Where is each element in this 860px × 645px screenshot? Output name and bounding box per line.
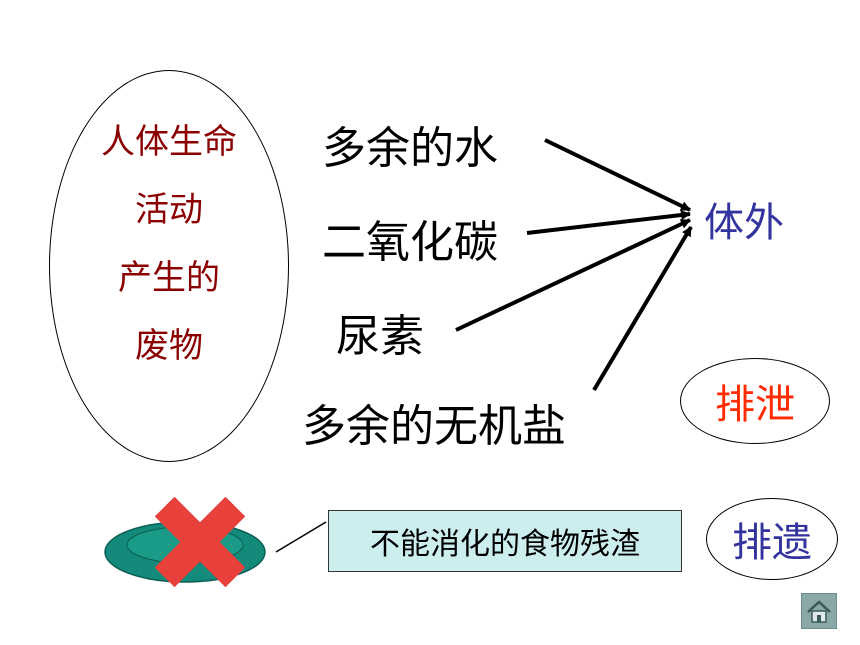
destination-label: 体外	[704, 200, 784, 246]
waste-group-line-1: 人体生命	[101, 122, 237, 162]
egestion-label: 排遗	[732, 520, 812, 566]
residue-box: 不能消化的食物残渣	[328, 510, 682, 572]
waste-item-co2: 二氧化碳	[322, 217, 498, 268]
waste-item-urea: 尿素	[336, 311, 424, 362]
egestion-ellipse: 排遗	[706, 498, 838, 580]
waste-item-excess-water: 多余的水	[322, 123, 498, 174]
waste-group-line-2: 活动	[135, 190, 203, 230]
waste-item-excess-salts: 多余的无机盐	[302, 401, 566, 452]
waste-group-ellipse	[49, 70, 289, 462]
home-button[interactable]	[801, 593, 837, 629]
arrow-urea	[455, 218, 691, 332]
excretion-label: 排泄	[715, 382, 795, 428]
arrow-salts	[592, 225, 693, 392]
arrow-co2	[526, 210, 691, 235]
residue-label: 不能消化的食物残渣	[370, 527, 640, 562]
residue-connector-line	[275, 521, 327, 553]
waste-group-label: 人体生命 活动 产生的 废物	[79, 108, 259, 380]
excretion-ellipse: 排泄	[680, 358, 830, 444]
waste-group-line-3: 产生的	[118, 258, 220, 298]
waste-group-line-4: 废物	[135, 326, 203, 366]
crossed-out-plate-icon	[104, 497, 266, 587]
arrow-water	[544, 138, 691, 212]
home-icon	[807, 600, 831, 623]
